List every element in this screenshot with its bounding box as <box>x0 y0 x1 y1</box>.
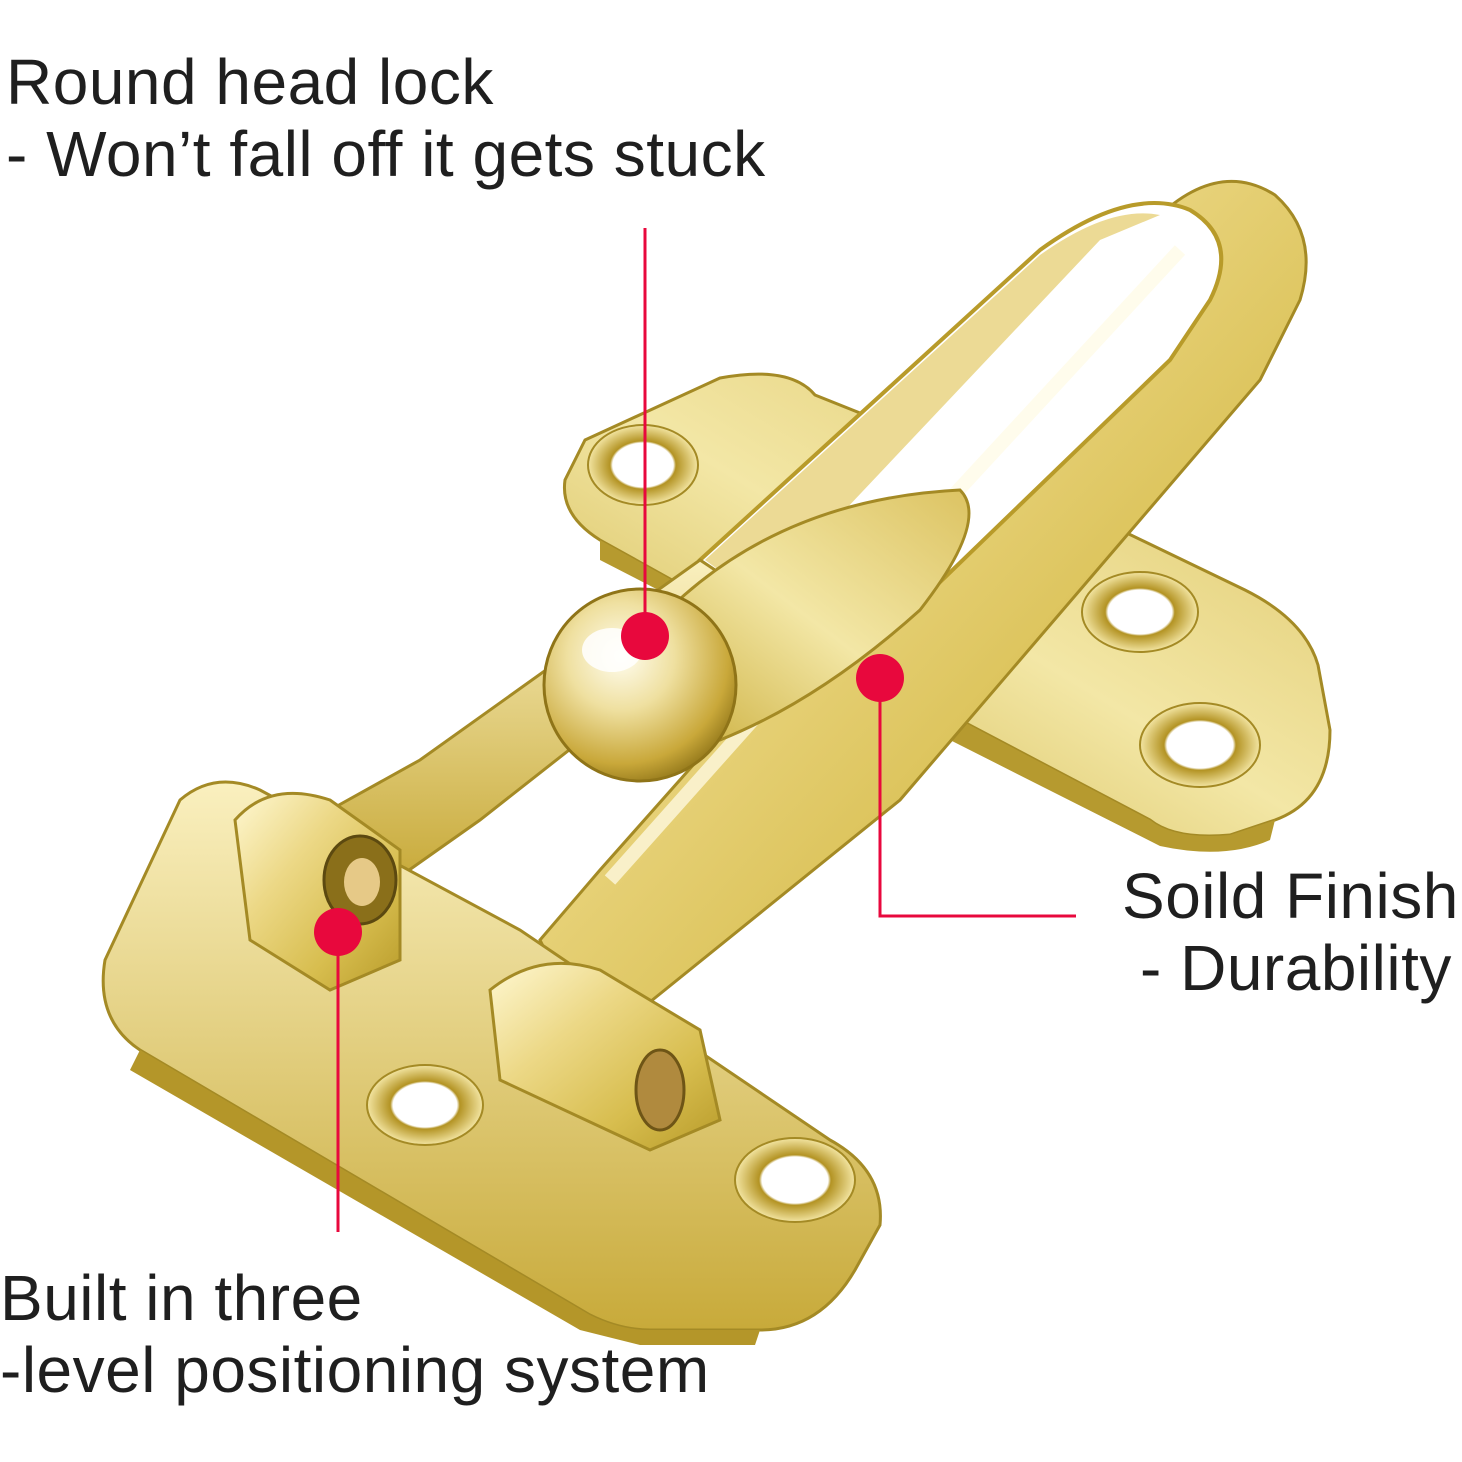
callout-lines <box>336 228 1076 1232</box>
positioning-detail: -level positioning system <box>0 1334 710 1406</box>
positioning-title: Built in three <box>0 1262 363 1334</box>
round-head-marker-dot <box>621 612 669 660</box>
positioning-callout: Built in three -level positioning system <box>0 1262 710 1406</box>
round-head-callout: Round head lock - Won’t fall off it gets… <box>6 46 766 190</box>
solid-finish-detail: - Durability <box>1140 932 1452 1004</box>
solid-finish-title: Soild Finish <box>1122 860 1459 932</box>
solid-finish-leader-line <box>878 678 1076 918</box>
positioning-marker-dot <box>314 908 362 956</box>
solid-finish-marker-dot <box>856 654 904 702</box>
solid-finish-callout: Soild Finish - Durability <box>1122 860 1459 1004</box>
round-head-title: Round head lock <box>6 46 494 118</box>
round-head-detail: - Won’t fall off it gets stuck <box>6 118 766 190</box>
